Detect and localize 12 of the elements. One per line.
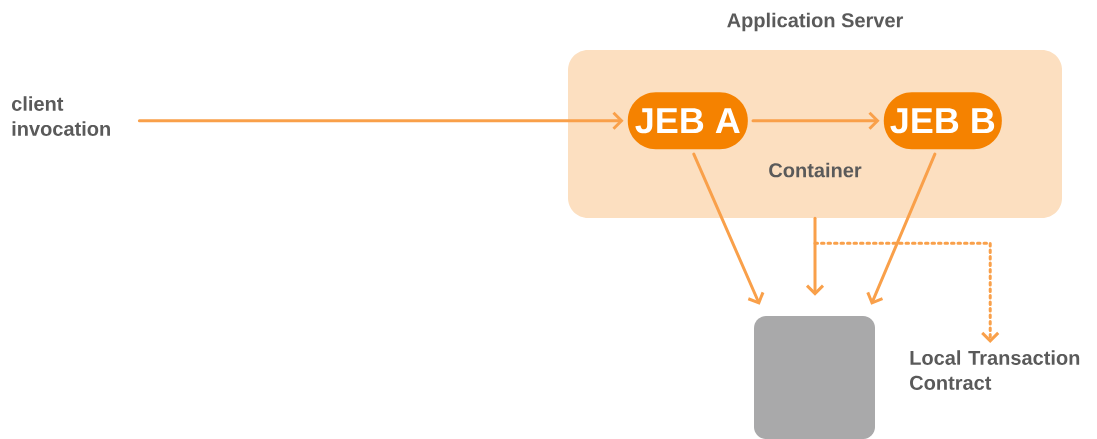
box-title: Application Server	[727, 12, 904, 32]
resource-box	[754, 316, 875, 439]
box-label: Container	[769, 162, 862, 178]
arrow	[751, 111, 880, 130]
arrow	[805, 216, 825, 296]
arrow	[137, 111, 624, 130]
arrow	[692, 152, 765, 305]
text-label: Local Transaction Contract	[910, 350, 1080, 390]
text-label: client invocation	[12, 96, 110, 136]
arrow	[866, 152, 937, 305]
arrow	[813, 241, 1000, 343]
bean-pill: JEB B	[883, 92, 1002, 150]
